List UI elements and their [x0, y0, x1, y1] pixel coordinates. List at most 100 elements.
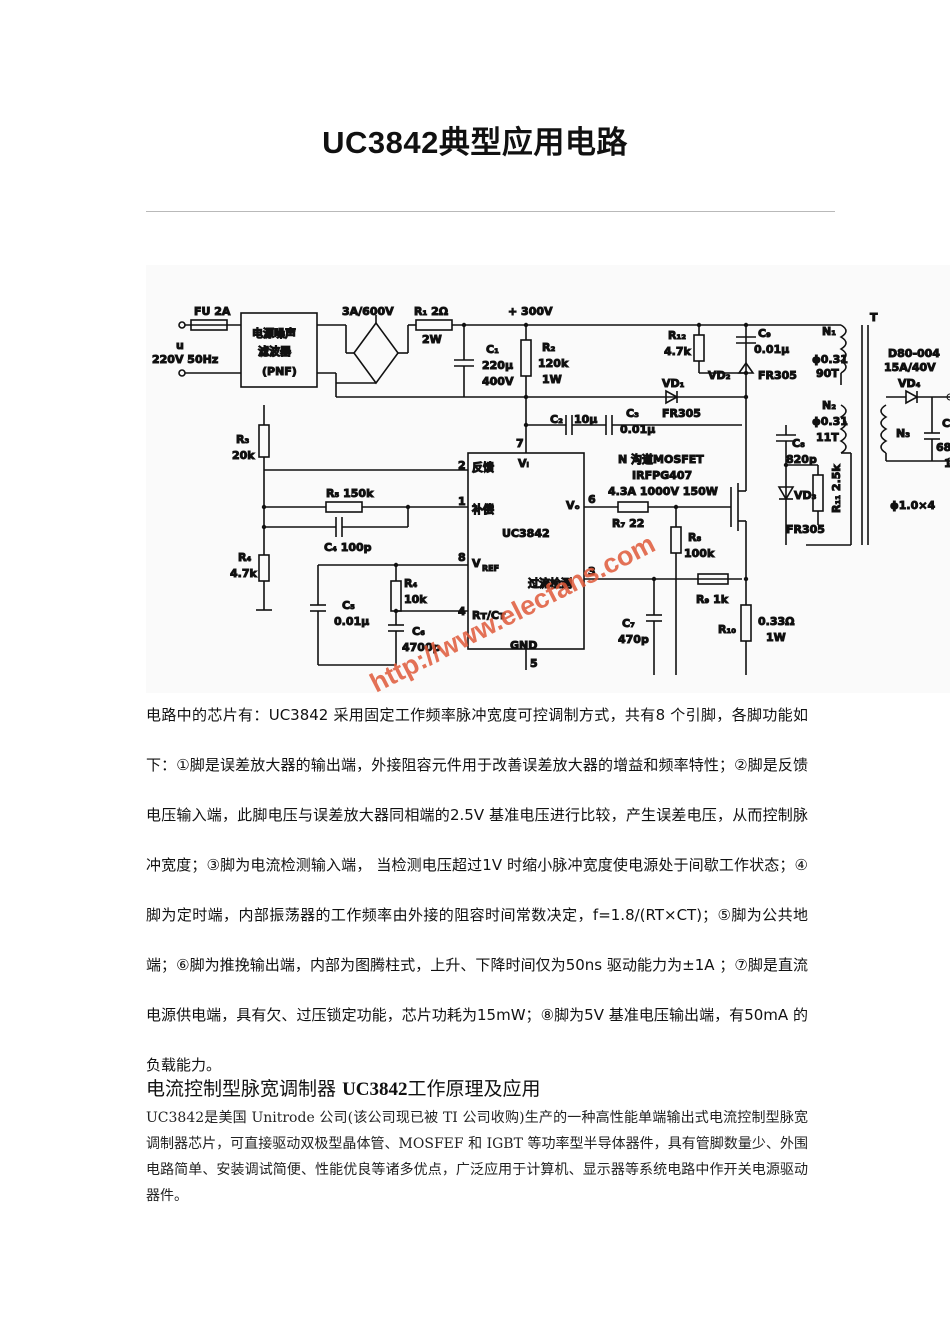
label-fr305-b: FR305 — [662, 407, 701, 420]
label-bridge: 3A/600V — [342, 305, 394, 318]
label-pin-7: 7 — [516, 437, 524, 450]
label-transformer: T — [870, 311, 878, 324]
label-r5: R₅ 150k — [326, 487, 374, 500]
label-filter-2: 滤波器 — [258, 344, 292, 358]
label-pin-5: 5 — [530, 657, 538, 670]
label-r10-power: 1W — [766, 631, 786, 644]
label-filter-3: (PNF) — [262, 365, 297, 378]
label-vd2: VD₂ — [708, 369, 731, 382]
section-heading-prefix: 电流控制型脉宽调制器 — [146, 1078, 337, 1100]
label-c4: C₄ 100p — [324, 541, 372, 554]
chip-pin-description: 电路中的芯片有：UC3842 采用固定工作频率脉冲宽度可控调制方式，共有8 个引… — [146, 706, 808, 1074]
label-fr305-c: FR305 — [786, 523, 825, 536]
label-d80-rating: 15A/40V — [884, 361, 936, 374]
label-pin-2: 2 — [458, 459, 466, 472]
label-c7-value: 470p — [618, 633, 649, 646]
label-c8: C₈ — [792, 437, 805, 450]
title-divider — [146, 211, 835, 212]
label-n3: N₃ — [896, 427, 910, 440]
label-input-voltage: 220V 50Hz — [152, 353, 218, 366]
section-heading-suffix: 工作原理及应用 — [407, 1078, 541, 1100]
label-current-sense: 过流检测 — [528, 576, 572, 590]
label-r1: R₁ 2Ω — [414, 305, 449, 318]
label-n1: N₁ — [822, 325, 836, 338]
label-c7: C₇ — [622, 617, 635, 630]
label-d80: D80-004 — [888, 347, 940, 360]
label-fr305-a: FR305 — [758, 369, 797, 382]
chip-introduction: UC3842是美国 Unitrode 公司(该公司现已被 TI 公司收购)生产的… — [146, 1110, 808, 1204]
label-r4a: R₄ — [238, 551, 251, 564]
label-mosfet-spec: 4.3A 1000V 150W — [608, 485, 718, 498]
label-fuse: FU 2A — [194, 305, 231, 318]
label-r3-value: 20k — [232, 449, 255, 462]
label-pin-3: 3 — [588, 565, 596, 578]
label-input-u: u — [176, 339, 184, 352]
label-c2: C₂ — [550, 413, 563, 426]
document-title: UC3842典型应用电路 — [322, 125, 628, 160]
label-c-out-value: 680 — [936, 441, 950, 454]
section-heading-chip: UC3842 — [342, 1079, 408, 1100]
label-r2-value: 120k — [538, 357, 569, 370]
label-c1: C₁ — [486, 343, 499, 356]
label-n1-turns: 90T — [816, 367, 839, 380]
label-r1-power: 2W — [422, 333, 442, 346]
label-r4a-value: 4.7k — [230, 567, 257, 580]
label-vd4: VD₄ — [898, 377, 921, 390]
label-comp: 补偿 — [471, 502, 494, 516]
label-vref: V — [472, 557, 481, 570]
label-n2-turns: 11T — [816, 431, 839, 444]
label-r4b-value: 10k — [404, 593, 427, 606]
label-pin2-name: 反馈 — [472, 460, 494, 474]
label-c9: C₉ — [758, 327, 771, 340]
label-r10: R₁₀ — [718, 623, 736, 636]
label-filter-1: 电源噪声 — [252, 326, 296, 340]
label-r3: R₃ — [236, 433, 249, 446]
label-r8: R₈ — [688, 531, 701, 544]
label-c5: C₅ — [342, 599, 355, 612]
label-pin-6: 6 — [588, 493, 596, 506]
label-rtct: Rᴛ/Cᴛ — [472, 609, 506, 622]
label-c8-value: 820p — [786, 453, 817, 466]
label-r12-value: 4.7k — [664, 345, 691, 358]
circuit-schematic: FU 2A u 220V 50Hz 电源噪声 滤波器 (PNF) 3A/600V… — [146, 265, 950, 693]
label-wire-spec: ϕ1.0×4 — [890, 499, 935, 512]
label-c1-value: 220μ — [482, 359, 513, 372]
label-r10-value: 0.33Ω — [758, 615, 795, 628]
label-vo: Vₒ — [566, 499, 580, 512]
label-c5-value: 0.01μ — [334, 615, 369, 628]
label-mosfet: N 沟道MOSFET — [618, 452, 704, 466]
label-irf: IRFPG407 — [632, 469, 692, 482]
label-vref-sub: REF — [482, 564, 499, 573]
label-n2-wire: ϕ0.31 — [812, 415, 848, 428]
label-vd3: VD₃ — [794, 489, 817, 502]
label-pin-1: 1 — [458, 495, 466, 508]
label-c6-value: 4700p — [402, 641, 441, 654]
label-pin-8: 8 — [458, 551, 466, 564]
label-vi: Vᵢ — [518, 457, 529, 470]
label-c2-value: 10μ — [574, 413, 597, 426]
label-n2: N₂ — [822, 399, 836, 412]
label-r4b: R₄ — [404, 577, 417, 590]
label-r2: R₂ — [542, 341, 555, 354]
label-pin-4: 4 — [458, 605, 466, 618]
label-c9-value: 0.01μ — [754, 343, 789, 356]
label-gnd: GND — [510, 639, 537, 652]
label-c6: C₆ — [412, 625, 425, 638]
label-r9: R₉ 1k — [696, 593, 729, 606]
label-r7: R₇ 22 — [612, 517, 644, 530]
label-r11: R₁₁ 2.5k — [830, 464, 843, 513]
label-300v: + 300V — [508, 305, 553, 318]
label-r8-value: 100k — [684, 547, 715, 560]
label-c-out-rating: 1 — [944, 457, 950, 470]
label-r12: R₁₂ — [668, 329, 686, 342]
label-ic: UC3842 — [502, 527, 550, 540]
label-r2-power: 1W — [542, 373, 562, 386]
label-c3: C₃ — [626, 407, 639, 420]
label-vd1: VD₁ — [662, 377, 685, 390]
label-c3-value: 0.01μ — [620, 423, 655, 436]
section-heading: 电流控制型脉宽调制器 UC3842工作原理及应用 — [146, 1074, 541, 1101]
label-c1-rating: 400V — [482, 375, 514, 388]
label-c-out: C — [942, 417, 950, 430]
label-n1-wire: ϕ0.31 — [812, 353, 848, 366]
